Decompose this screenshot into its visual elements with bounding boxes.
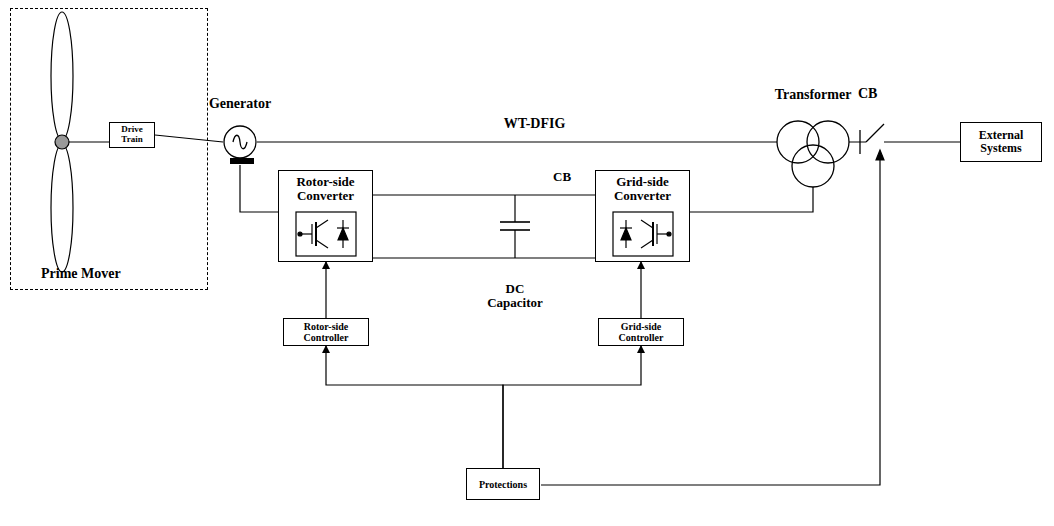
connector	[690, 187, 813, 212]
edge-label: WT-DFIG	[504, 116, 566, 131]
node-label: Grid-side Controller	[602, 321, 680, 343]
transformer-symbol: Transformer	[772, 118, 854, 190]
transformer-windings	[772, 118, 854, 190]
generator-circle: Generator	[223, 125, 257, 159]
connector	[240, 165, 278, 212]
node-label: Transformer	[775, 87, 852, 102]
breaker-label: CB	[553, 170, 571, 184]
connector	[325, 262, 326, 318]
node-label: Generator	[209, 96, 271, 111]
blade	[51, 12, 73, 140]
generator-outline	[223, 125, 257, 159]
protection-trip-wire	[541, 150, 884, 485]
connector	[155, 135, 223, 142]
converter-box: Grid-side Converter	[595, 170, 690, 262]
blade	[51, 144, 73, 272]
connector	[849, 141, 960, 142]
connector	[326, 346, 503, 468]
drive-train-box: Drive Train	[109, 122, 155, 148]
grid-igbt-symbol	[613, 212, 673, 256]
prime-mover-region: Prime Mover Drive Train	[10, 8, 208, 290]
component-label: DC Capacitor	[480, 282, 550, 311]
node-label: Rotor-side Controller	[287, 321, 365, 343]
node-label: Grid-side Converter	[596, 175, 689, 204]
connector	[373, 195, 595, 258]
node-label: Drive Train	[113, 125, 151, 145]
converter-box: Rotor-side Converter	[278, 170, 373, 262]
hub	[55, 135, 69, 149]
connector	[503, 346, 641, 468]
node-label: External Systems	[964, 129, 1038, 155]
breaker-label: CB	[858, 86, 877, 101]
controller-box: Rotor-side Controller	[283, 318, 369, 346]
node-label: Protections	[479, 479, 527, 490]
rotor-igbt-symbol	[296, 212, 356, 256]
dc-capacitor-symbol	[500, 195, 530, 258]
controller-box: Grid-side Controller	[598, 318, 684, 346]
node-label: Rotor-side Converter	[279, 175, 372, 204]
connector	[640, 262, 641, 318]
node-label: Prime Mover	[41, 266, 121, 281]
external-systems-box: External Systems	[960, 122, 1042, 162]
turbine-blades	[51, 12, 118, 272]
connector	[257, 141, 777, 142]
protections-box: Protections	[466, 468, 540, 500]
